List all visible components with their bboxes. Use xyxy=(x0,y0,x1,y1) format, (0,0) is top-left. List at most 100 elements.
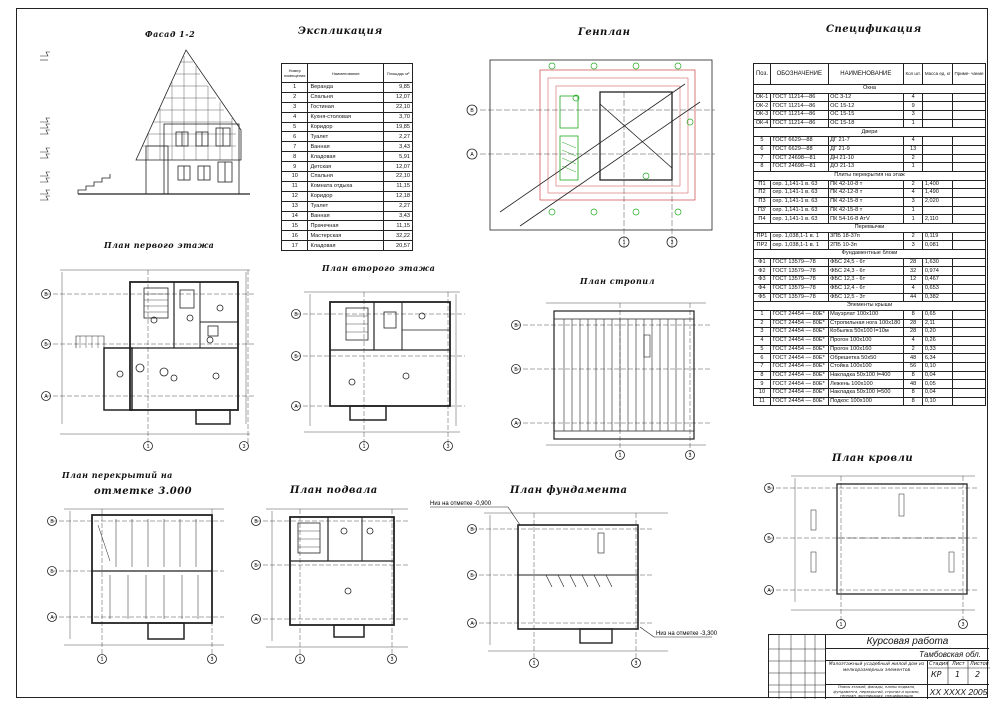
spec-header-name: НАИМЕНОВАНИЕ xyxy=(827,63,904,85)
spec-designation: сер. 1,141-1 в. 63 xyxy=(769,188,829,198)
spec-note xyxy=(952,144,986,155)
room-number: 11 xyxy=(280,180,309,192)
room-area: 12,18 xyxy=(383,190,413,202)
spec-designation: ГОСТ 6629—88 xyxy=(769,136,829,146)
spec-qty: 13 xyxy=(902,144,924,155)
plan-roof: В Б А 1 3 xyxy=(764,475,977,629)
spec-mass: 0,26 xyxy=(922,335,954,346)
roof-axis-v: В xyxy=(767,486,771,492)
spec-mass: 0,20 xyxy=(922,327,954,337)
genplan-drawing: В А 1 3 xyxy=(466,59,715,248)
spec-qty: 44 xyxy=(902,292,924,303)
room-name: Кладовая xyxy=(307,240,384,252)
spec-qty: 8 xyxy=(902,396,924,407)
spec-designation: ГОСТ 24454 — 80Е* xyxy=(769,396,829,407)
spec-mass xyxy=(922,92,954,103)
title-genplan: Генплан xyxy=(578,27,631,38)
spec-qty: 4 xyxy=(902,335,924,346)
room-name: Спальня xyxy=(307,91,384,103)
spec-mass xyxy=(922,136,954,146)
spec-qty: 2 xyxy=(902,231,924,242)
title-plan-foundation: План фундамента xyxy=(510,485,628,496)
spec-name: Накладка 50х100 l=400 xyxy=(827,370,904,381)
spec-designation: сер. 1,038,1-1 в. 1 xyxy=(769,240,829,251)
expl-header-name: Наименование xyxy=(307,63,384,83)
rafters-axis-v: В xyxy=(514,323,518,329)
spec-designation: сер. 1,141-1 в. 63 xyxy=(769,196,829,207)
spec-pos: 8 xyxy=(753,370,771,381)
room-number: 12 xyxy=(280,190,309,202)
room-number: 6 xyxy=(280,131,309,143)
foundation-axis-b: Б xyxy=(470,573,474,579)
spec-name: Стропильная нога 100х180 xyxy=(827,318,904,329)
spec-pos: ПР2 xyxy=(753,240,771,251)
rafters-axis-a: А xyxy=(514,421,518,427)
spec-designation: ГОСТ 11214—86 xyxy=(769,92,829,103)
title-plan-floor2: План второго этажа xyxy=(322,263,436,273)
spec-pos: Ф1 xyxy=(753,257,771,268)
spec-qty: 8 xyxy=(902,388,924,398)
room-area: 5,91 xyxy=(383,151,413,163)
spec-name: ПК 42-15-8 т xyxy=(827,205,904,216)
spec-pos: 1 xyxy=(753,309,771,320)
spec-pos: 6 xyxy=(753,353,771,363)
spec-name: Стойка 100х100 xyxy=(827,362,904,372)
spec-pos: 2 xyxy=(753,318,771,329)
roof-axis-b: Б xyxy=(767,536,771,542)
spec-mass: 0,33 xyxy=(922,344,954,355)
title-facade: Фасад 1-2 xyxy=(145,29,196,39)
spec-note xyxy=(952,153,986,164)
room-number: 13 xyxy=(280,200,309,212)
title-specification: Спецификация xyxy=(826,24,922,35)
stage-value: КР xyxy=(931,670,942,679)
room-name: Прачечная xyxy=(307,220,384,232)
spec-note xyxy=(952,266,986,277)
spec-pos: ОК-4 xyxy=(753,118,771,129)
spec-qty: 4 xyxy=(902,92,924,103)
title-block-description: Малоэтажный усадебный жилой дом из мелко… xyxy=(825,661,927,685)
spec-qty: 2 xyxy=(902,344,924,355)
room-area: 2,27 xyxy=(383,200,413,212)
spec-pos: ОК-2 xyxy=(753,101,771,112)
spec-section-title: Элементы крыши xyxy=(753,301,986,311)
spec-note xyxy=(952,327,986,337)
basement-axis-v: В xyxy=(254,519,258,525)
spec-note xyxy=(952,396,986,407)
spec-designation: ГОСТ 24454 — 80Е* xyxy=(769,379,829,390)
spec-qty: 8 xyxy=(902,370,924,381)
room-name: Коридор xyxy=(307,190,384,202)
spec-designation: ГОСТ 24454 — 80Е* xyxy=(769,370,829,381)
spec-designation: ГОСТ 13579—78 xyxy=(769,257,829,268)
spec-name: ПК 42-15-8 т xyxy=(827,196,904,207)
stage-label: Стадия xyxy=(929,661,949,667)
room-number: 3 xyxy=(280,101,309,113)
spec-section-title: Фундаментные блоки xyxy=(753,249,986,259)
spec-note xyxy=(952,257,986,268)
spec-designation: ГОСТ 6629—88 xyxy=(769,144,829,155)
basement-axis-1: 1 xyxy=(299,657,302,663)
spec-qty: 28 xyxy=(902,327,924,337)
spec-designation: сер. 1,038,1-1 в. 1 xyxy=(769,231,829,242)
spec-mass: 2,11 xyxy=(922,318,954,329)
spec-qty: 3 xyxy=(902,240,924,251)
spec-note xyxy=(952,214,986,224)
spec-note xyxy=(952,110,986,120)
spec-mass: 0,653 xyxy=(922,283,954,294)
spec-note xyxy=(952,231,986,242)
floor1-axis-3: 3 xyxy=(243,444,246,450)
room-area: 2,27 xyxy=(383,131,413,143)
room-area: 11,15 xyxy=(383,220,413,232)
